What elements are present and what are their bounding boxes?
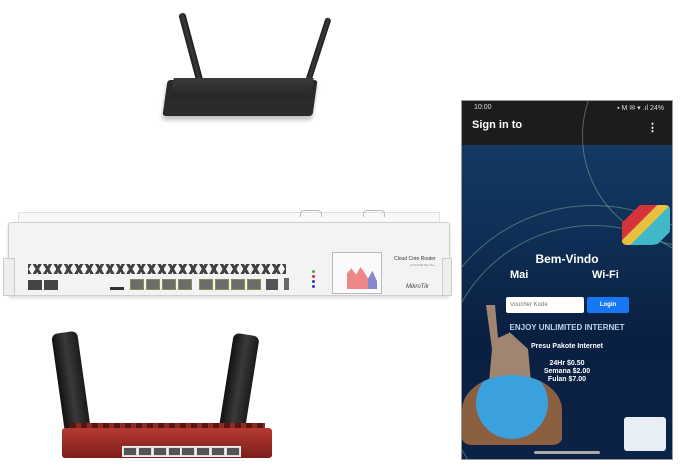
heading-word-left: Mai <box>510 269 529 281</box>
voucher-code-input[interactable] <box>506 297 584 313</box>
microsd-slot <box>110 287 124 290</box>
lcd-display <box>332 252 382 294</box>
rack-handle-left <box>300 210 322 217</box>
heading-word-right: Wi-Fi <box>592 269 619 281</box>
tagline: ENJOY UNLIMITED INTERNET <box>509 323 625 332</box>
price-item: Semana $2.00 <box>543 368 591 375</box>
price-item: 24Hr $0.50 <box>549 360 585 367</box>
rack-vent-pattern <box>28 264 286 274</box>
status-time: 10:00 <box>474 104 492 111</box>
login-button[interactable]: Login <box>587 297 629 313</box>
usb-port <box>284 278 289 290</box>
price-list: 24Hr $0.50 Semana $2.00 Fulan $7.00 <box>462 360 672 384</box>
ethernet-port <box>130 279 144 290</box>
status-leds <box>312 270 315 288</box>
red-router-ports-1 <box>122 446 183 457</box>
lcd-graph <box>347 266 377 289</box>
rack-ear-right <box>442 258 452 296</box>
top-router-top-panel <box>170 78 314 98</box>
ethernet-port <box>199 279 213 290</box>
ethernet-port <box>231 279 245 290</box>
phone-screen: 10:00 ▪ M ✉ ▾ .ıl 24% Sign in to ⋮ Bem-V… <box>461 100 673 460</box>
ethernet-ports-group-1 <box>130 279 192 290</box>
ethernet-port <box>146 279 160 290</box>
home-indicator <box>534 451 600 454</box>
sfp-port-2 <box>44 280 58 290</box>
app-bar-title: Sign in to <box>472 119 523 131</box>
rack-model-label: CCR1036-8G-2S+ <box>410 263 435 267</box>
rack-ear-left <box>3 258 15 296</box>
price-item: Fulan $7.00 <box>547 376 587 383</box>
ethernet-port <box>178 279 192 290</box>
mikrotik-logo: MikroTik <box>406 284 429 290</box>
rack-brand-label: Cloud Core Router <box>394 256 436 262</box>
ethernet-port <box>215 279 229 290</box>
red-router-left-antenna <box>51 330 91 434</box>
red-router-ports-2 <box>180 446 241 457</box>
portal-background <box>462 101 672 459</box>
prices-title: Presu Pakote Internet <box>531 343 603 350</box>
ethernet-ports-group-2 <box>199 279 261 290</box>
ethernet-port <box>162 279 176 290</box>
rack-handle-right <box>363 210 385 217</box>
superhero-illustration <box>622 205 670 245</box>
ethernet-port <box>247 279 261 290</box>
sfp-port-1 <box>28 280 42 290</box>
welcome-heading: Bem-Vindo <box>535 252 599 266</box>
red-router-right-antenna <box>218 332 260 436</box>
console-port <box>266 279 278 290</box>
dashboard-illustration <box>624 417 666 451</box>
globe-illustration <box>462 375 562 445</box>
